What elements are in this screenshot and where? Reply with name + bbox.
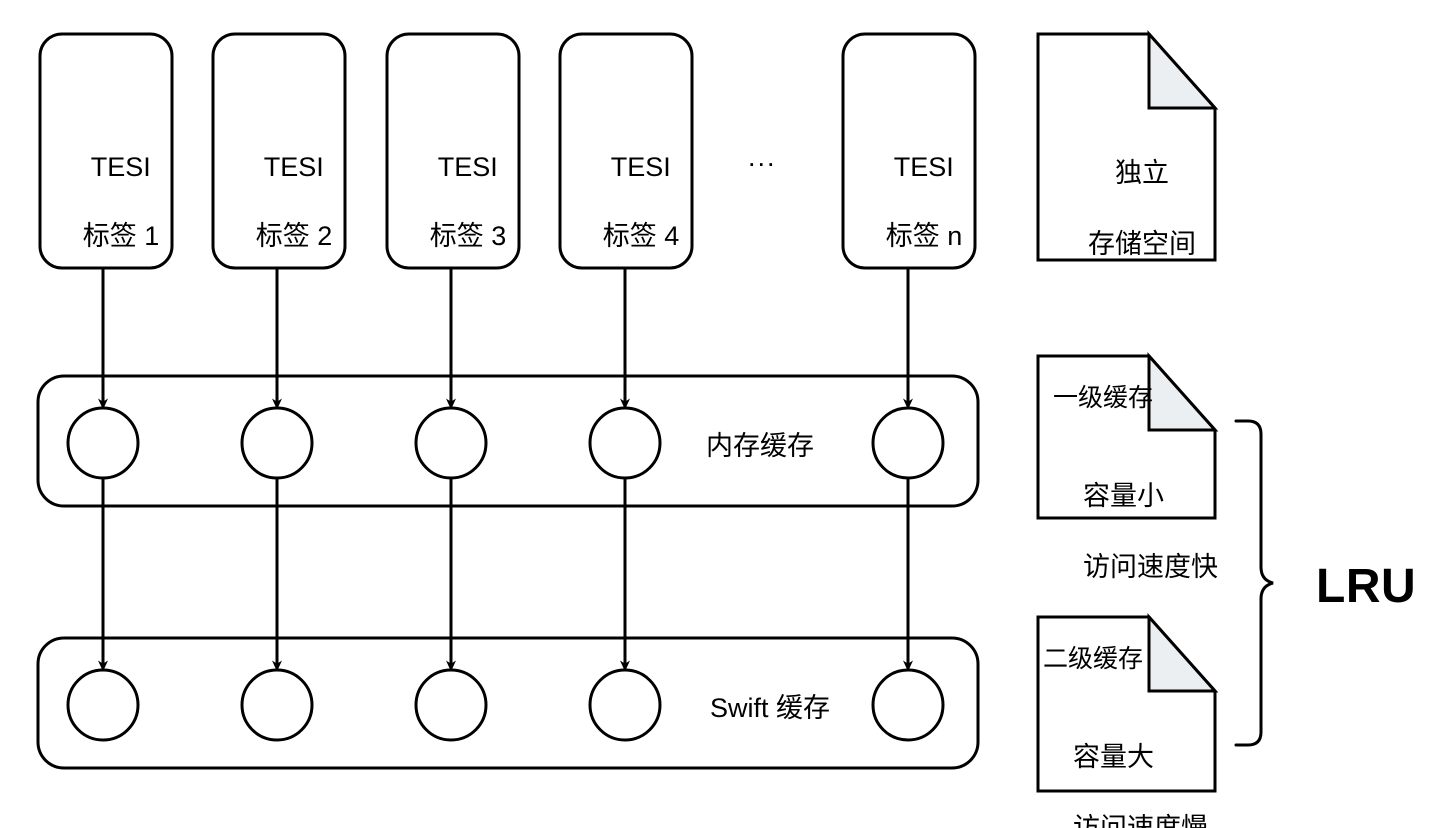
tag-box-group bbox=[38, 32, 977, 270]
swift-slot-3[interactable] bbox=[414, 668, 488, 742]
note-l1cache-title: 一级缓存 bbox=[1053, 384, 1154, 412]
memory-slot-group bbox=[66, 406, 945, 480]
memory-slot-2[interactable] bbox=[240, 406, 314, 480]
note-shape-l2cache[interactable] bbox=[1036, 613, 1219, 793]
memory-cache-label: 内存缓存 bbox=[706, 431, 814, 461]
tag-box-2[interactable] bbox=[211, 32, 347, 270]
memory-slot-1[interactable] bbox=[66, 406, 140, 480]
connector-group-top bbox=[98, 268, 913, 410]
note-storage-line2: 存储空间 bbox=[1088, 228, 1196, 259]
tag-label-2: TESI 标签 2 bbox=[213, 115, 345, 288]
note-l1cache-fold bbox=[1147, 352, 1219, 432]
note-storage-line1: 独立 bbox=[1115, 157, 1169, 188]
lru-brace bbox=[1234, 419, 1274, 747]
swift-slot-n[interactable] bbox=[871, 668, 945, 742]
note-storage-text: 独立 存储空间 bbox=[1038, 120, 1216, 298]
note-l2cache-line2: 访问速度慢 bbox=[1073, 812, 1209, 828]
tag-label-3-line2: 标签 3 bbox=[429, 220, 507, 251]
connector-group-bottom bbox=[98, 478, 913, 672]
note-shape-storage[interactable] bbox=[1036, 30, 1219, 262]
note-l2cache-text: 容量大 访问速度慢 bbox=[1043, 704, 1208, 828]
memory-slot-4[interactable] bbox=[588, 406, 662, 480]
tag-box-1[interactable] bbox=[38, 32, 174, 270]
tag-label-3-line1: TESI bbox=[437, 151, 498, 182]
note-l2cache-line1: 容量大 bbox=[1073, 741, 1155, 772]
note-l1cache-line1: 容量小 bbox=[1083, 480, 1165, 511]
swift-slot-4[interactable] bbox=[588, 668, 662, 742]
tag-ellipsis: ... bbox=[748, 142, 777, 172]
note-l1cache-line2: 访问速度快 bbox=[1083, 551, 1219, 582]
swift-cache-label: Swift 缓存 bbox=[709, 693, 830, 723]
note-l1cache-text: 容量小 访问速度快 bbox=[1053, 443, 1218, 621]
tag-label-n-line2: 标签 n bbox=[885, 220, 963, 251]
tag-label-2-line2: 标签 2 bbox=[255, 220, 333, 251]
memory-slot-3[interactable] bbox=[414, 406, 488, 480]
tag-label-3: TESI 标签 3 bbox=[387, 115, 519, 288]
tag-label-1-line1: TESI bbox=[90, 151, 151, 182]
note-l2cache-title: 二级缓存 bbox=[1043, 645, 1144, 673]
swift-slot-2[interactable] bbox=[240, 668, 314, 742]
tag-label-n-line1: TESI bbox=[893, 151, 954, 182]
tag-label-4: TESI 标签 4 bbox=[560, 115, 692, 288]
memory-cache-bar[interactable] bbox=[36, 374, 980, 508]
tag-box-3[interactable] bbox=[385, 32, 521, 270]
tag-label-1-line2: 标签 1 bbox=[82, 220, 160, 251]
tag-label-4-line2: 标签 4 bbox=[602, 220, 680, 251]
tag-label-2-line1: TESI bbox=[263, 151, 324, 182]
note-storage-fold bbox=[1147, 30, 1219, 110]
lru-label: LRU bbox=[1316, 560, 1417, 613]
note-l2cache-fold bbox=[1147, 613, 1219, 693]
note-shape-l1cache[interactable] bbox=[1036, 352, 1219, 520]
tag-label-n: TESI 标签 n bbox=[843, 115, 975, 288]
tag-label-1: TESI 标签 1 bbox=[40, 115, 172, 288]
swift-slot-group bbox=[66, 668, 945, 742]
tag-label-4-line1: TESI bbox=[610, 151, 671, 182]
memory-slot-n[interactable] bbox=[871, 406, 945, 480]
swift-slot-1[interactable] bbox=[66, 668, 140, 742]
